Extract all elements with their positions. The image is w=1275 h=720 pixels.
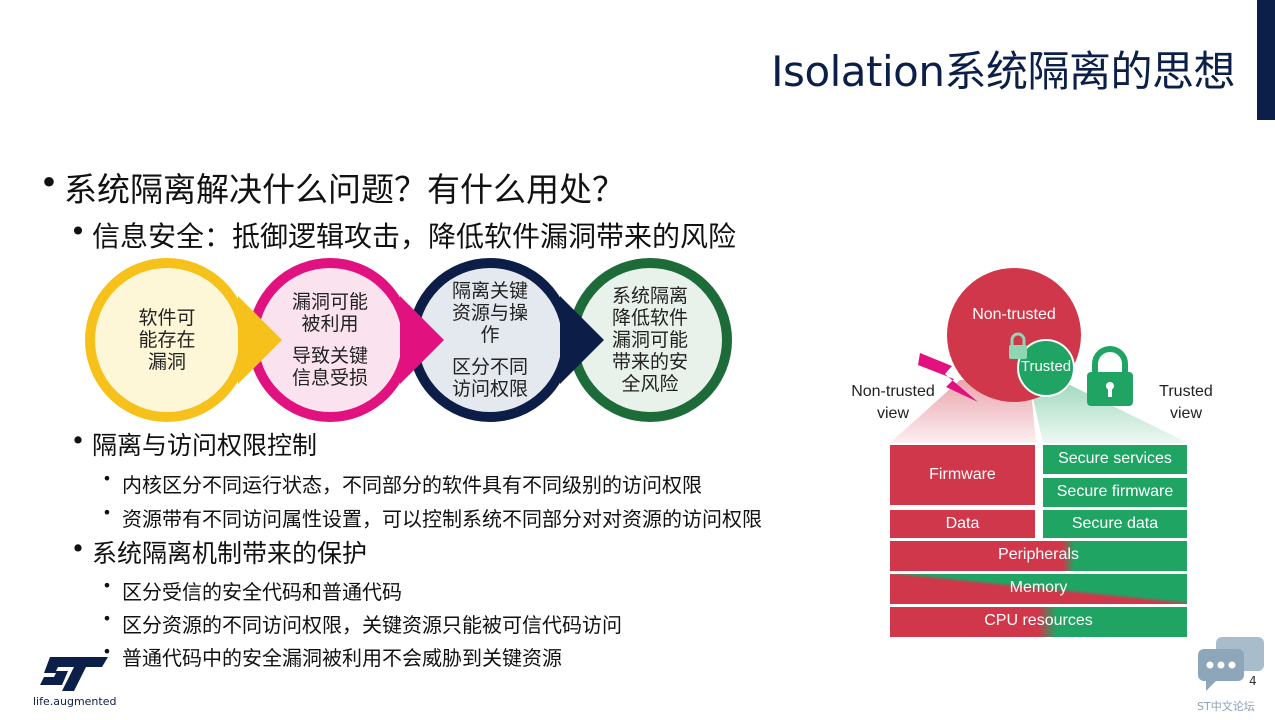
bullet-protection: • 系统隔离机制带来的保护 bbox=[70, 534, 368, 568]
flow-arrow-magenta bbox=[400, 296, 444, 384]
secure-services-block bbox=[1043, 445, 1187, 474]
bullet-protect-1: • 区分受信的安全代码和普通代码 bbox=[102, 576, 402, 604]
cpu-resources-block bbox=[890, 607, 1187, 637]
bullet-info-security: • 信息安全：抵御逻辑攻击，降低软件漏洞带来的风险 bbox=[69, 215, 737, 253]
bullet-protect-2: • 区分资源的不同访问权限，关键资源只能被可信代码访问 bbox=[102, 609, 622, 637]
firmware-block bbox=[890, 445, 1035, 505]
forum-chat-icon bbox=[1198, 637, 1264, 691]
attack-lightning-icon bbox=[918, 353, 978, 402]
bullet-access-1: • 内核区分不同运行状态，不同部分的软件具有不同级别的访问权限 bbox=[102, 469, 702, 497]
secure-firmware-block bbox=[1043, 478, 1187, 507]
logo-tagline: life.augmented bbox=[33, 695, 117, 708]
flow-circle-exploit: 漏洞可能 被利用 导致关键 信息受损 bbox=[248, 258, 412, 422]
secure-data-block bbox=[1043, 510, 1187, 538]
forum-watermark: ST中文论坛 bbox=[1197, 700, 1255, 713]
flow-arrow-yellow bbox=[238, 296, 282, 384]
bullet-access-control: • 隔离与访问权限控制 bbox=[70, 426, 318, 460]
flow-arrow-navy bbox=[560, 296, 604, 384]
slide-title: Isolation系统隔离的思想 bbox=[771, 47, 1235, 96]
page-number: 4 bbox=[1249, 674, 1257, 688]
trusted-beam bbox=[1030, 385, 1188, 443]
bullet-access-2: • 资源带有不同访问属性设置，可以控制系统不同部分对对资源的访问权限 bbox=[102, 503, 762, 531]
trusted-circle bbox=[1017, 339, 1075, 397]
data-block bbox=[890, 510, 1035, 538]
bullet-protect-3: • 普通代码中的安全漏洞被利用不会威胁到关键资源 bbox=[102, 642, 562, 670]
big-lock-icon bbox=[1087, 346, 1133, 406]
memory-block bbox=[890, 574, 1187, 604]
small-lock-icon bbox=[1009, 332, 1027, 359]
st-logo bbox=[40, 657, 108, 691]
bullet-question: • 系统隔离解决什么问题？有什么用处？ bbox=[39, 163, 625, 209]
peripherals-block bbox=[890, 541, 1187, 571]
corner-accent bbox=[1257, 0, 1275, 120]
